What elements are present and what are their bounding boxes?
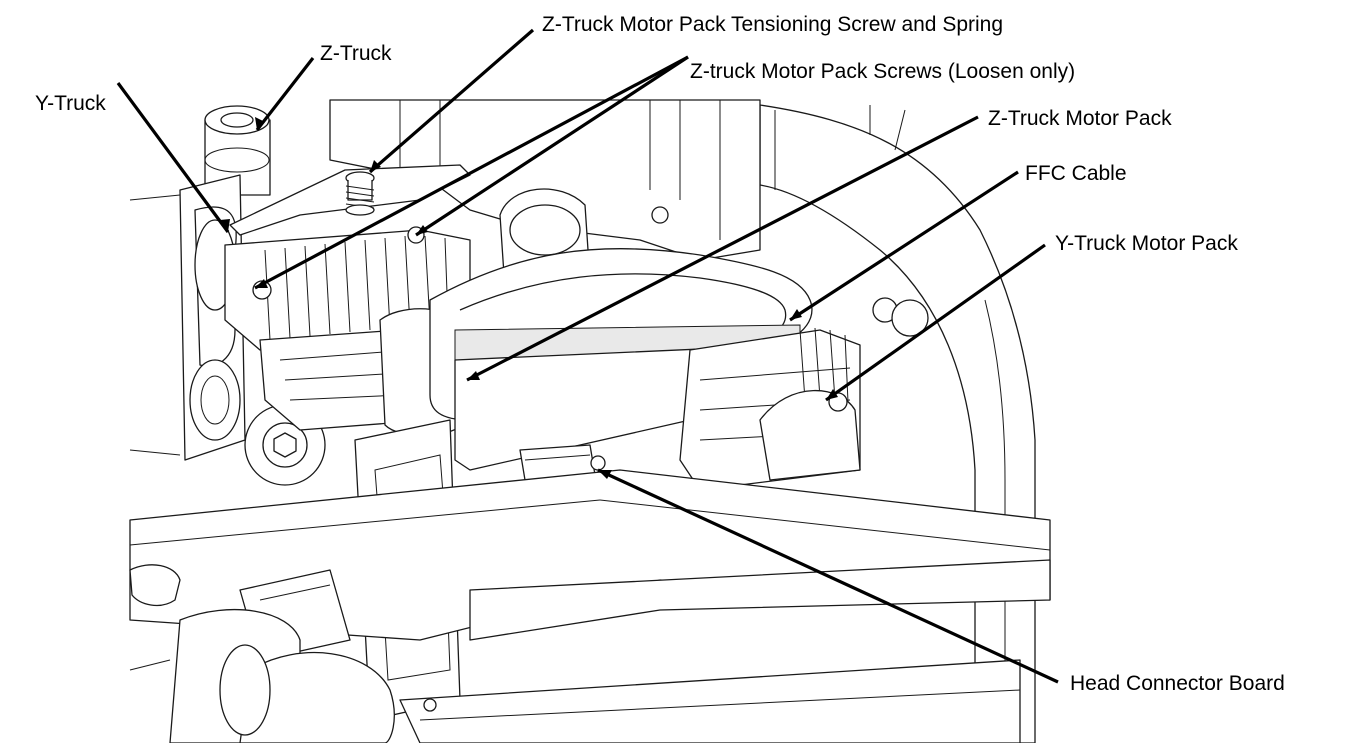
leader-lines	[116, 28, 1059, 684]
leader-ffc	[789, 170, 1019, 322]
label-motor-pack-screws: Z-truck Motor Pack Screws (Loosen only)	[690, 60, 1075, 83]
arrowhead	[255, 279, 268, 288]
arrowhead	[467, 371, 480, 380]
arrowhead	[826, 389, 838, 400]
arrowhead	[790, 309, 802, 320]
label-y-motor-pack: Y-Truck Motor Pack	[1055, 232, 1238, 255]
arrowhead	[220, 219, 230, 232]
label-head-connector: Head Connector Board	[1070, 672, 1285, 695]
leader-z-truck	[255, 57, 315, 131]
mechanism-drawing	[129, 99, 1051, 743]
leader-z-motor-pack	[466, 115, 979, 382]
leader-tensioning	[368, 28, 535, 174]
callout-labels: Z-Truck Y-Truck Z-Truck Motor Pack Tensi…	[35, 13, 1285, 695]
arrowhead	[416, 225, 428, 235]
leader-screws-a	[254, 55, 689, 290]
arrowhead	[370, 160, 381, 172]
leader-y-motor-pack	[825, 243, 1046, 402]
label-tensioning-screw: Z-Truck Motor Pack Tensioning Screw and …	[542, 13, 1003, 36]
leader-screws-b	[415, 55, 689, 237]
label-ffc-cable: FFC Cable	[1025, 162, 1127, 185]
leader-y-truck	[116, 82, 230, 233]
label-z-truck: Z-Truck	[320, 42, 392, 65]
arrowhead	[598, 470, 612, 479]
arrowhead	[255, 117, 265, 130]
leader-head-connector	[597, 468, 1059, 684]
label-z-motor-pack: Z-Truck Motor Pack	[988, 107, 1172, 130]
label-y-truck: Y-Truck	[35, 92, 106, 115]
